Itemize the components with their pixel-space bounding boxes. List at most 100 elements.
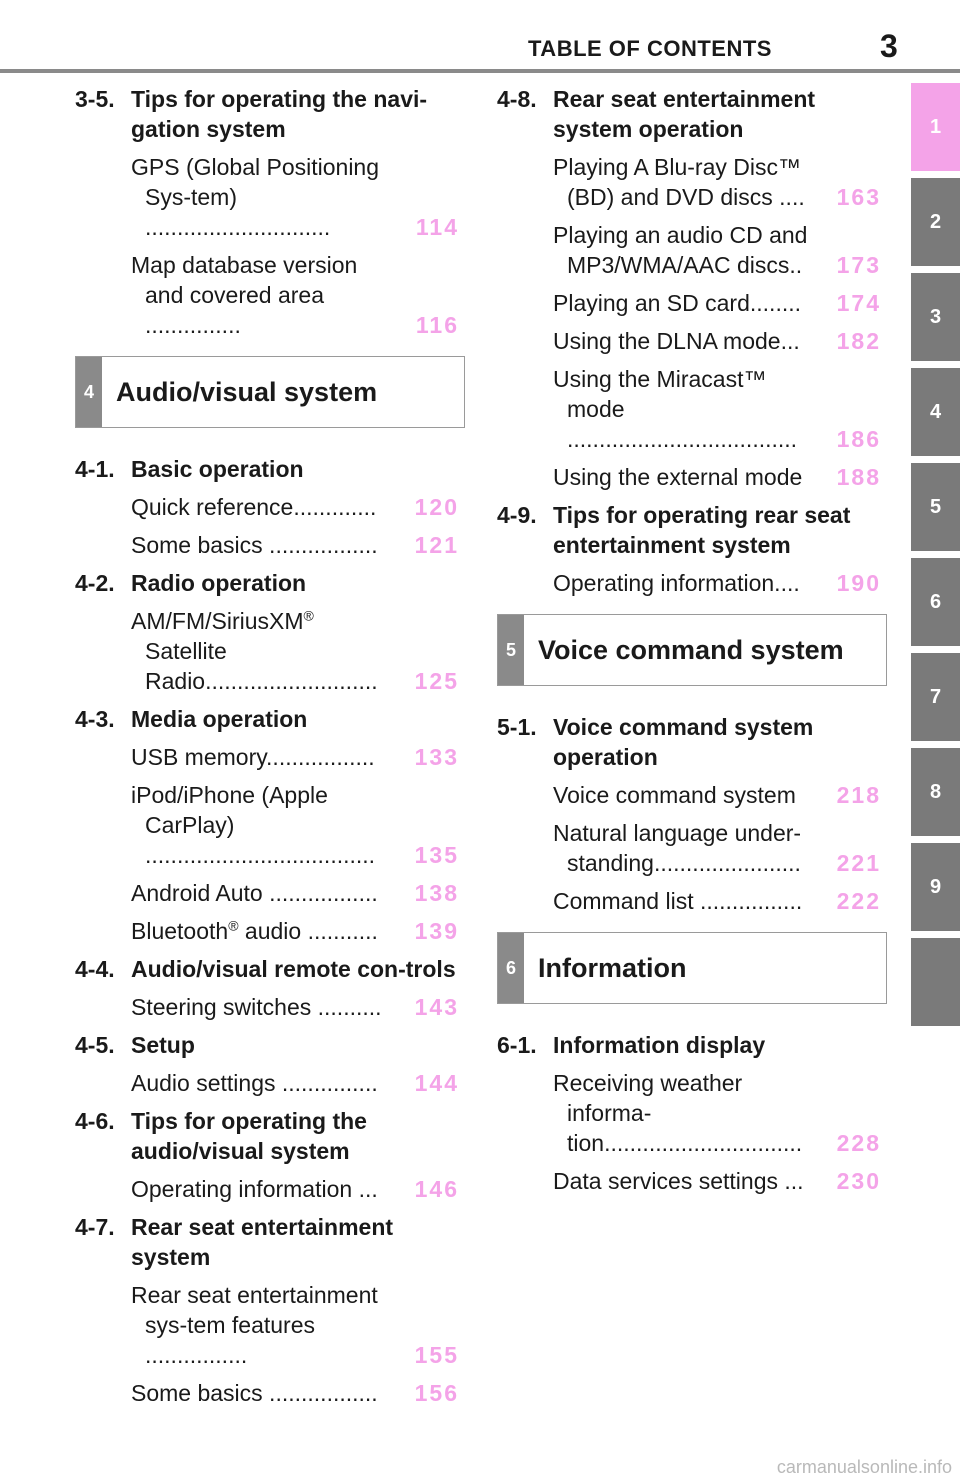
toc-entry[interactable]: Some basics ................. 156 xyxy=(131,1378,465,1408)
toc-entry-label: Operating information.... xyxy=(553,570,800,596)
toc-entry-label: AM/FM/SiriusXM xyxy=(131,608,304,634)
section-number: 5-1. xyxy=(497,714,537,740)
section-title: Radio operation xyxy=(131,570,307,596)
section-heading: 4-8. Rear seat entertainment system oper… xyxy=(497,84,887,144)
toc-entry-page[interactable]: 135 xyxy=(414,842,459,868)
section-heading: 5-1. Voice command system operation xyxy=(497,712,887,772)
toc-entry-page[interactable]: 133 xyxy=(414,744,459,770)
toc-entry-page[interactable]: 156 xyxy=(414,1380,459,1406)
section-heading: 4-4. Audio/visual remote con-trols xyxy=(75,954,465,984)
toc-entry-label: Map database version and covered area ..… xyxy=(131,252,358,338)
page-number: 3 xyxy=(880,28,898,64)
toc-entry[interactable]: Natural language under-standing.........… xyxy=(553,818,887,878)
toc-entry-label: Voice command system xyxy=(553,782,796,808)
toc-entry[interactable]: GPS (Global Positioning Sys-tem) .......… xyxy=(131,152,465,242)
toc-entry[interactable]: Some basics ................. 121 xyxy=(131,530,465,560)
toc-entry[interactable]: Using the external mode 188 xyxy=(553,462,887,492)
chapter-box[interactable]: 6 Information xyxy=(497,932,887,1004)
toc-entry-page[interactable]: 173 xyxy=(836,252,881,278)
toc-entry[interactable]: Quick reference............. 120 xyxy=(131,492,465,522)
chapter-number: 6 xyxy=(498,933,524,1003)
toc-entry-label: iPod/iPhone (Apple CarPlay) ............… xyxy=(131,782,376,868)
chapter-box[interactable]: 5 Voice command system xyxy=(497,614,887,686)
toc-entry-page[interactable]: 146 xyxy=(414,1176,459,1202)
section-number: 4-9. xyxy=(497,502,537,528)
toc-entry[interactable]: Using the DLNA mode... 182 xyxy=(553,326,887,356)
chapter-tab-index[interactable] xyxy=(911,938,960,1026)
chapter-tab-5[interactable]: 5 xyxy=(911,463,960,551)
toc-entry-page[interactable]: 188 xyxy=(836,464,881,490)
section-number: 3-5. xyxy=(75,86,115,112)
toc-entry-page[interactable]: 230 xyxy=(836,1168,881,1194)
toc-entry[interactable]: Operating information.... 190 xyxy=(553,568,887,598)
toc-entry-page[interactable]: 143 xyxy=(414,994,459,1020)
chapter-tab-3[interactable]: 3 xyxy=(911,273,960,361)
toc-entry[interactable]: Playing an SD card........ 174 xyxy=(553,288,887,318)
toc-entry[interactable]: iPod/iPhone (Apple CarPlay) ............… xyxy=(131,780,465,870)
section-title: Tips for operating rear seat entertainme… xyxy=(553,502,851,558)
toc-entry[interactable]: Data services settings ... 230 xyxy=(553,1166,887,1196)
toc-entry[interactable]: Operating information ... 146 xyxy=(131,1174,465,1204)
chapter-box[interactable]: 4 Audio/visual system xyxy=(75,356,465,428)
toc-entry-page[interactable]: 144 xyxy=(414,1070,459,1096)
toc-entry-page[interactable]: 138 xyxy=(414,880,459,906)
toc-entry-page[interactable]: 222 xyxy=(836,888,881,914)
chapter-tab-7[interactable]: 7 xyxy=(911,653,960,741)
toc-entry[interactable]: Receiving weather informa-tion..........… xyxy=(553,1068,887,1158)
section-number: 4-3. xyxy=(75,706,115,732)
toc-entry-page[interactable]: 139 xyxy=(414,918,459,944)
toc-entry[interactable]: Steering switches .......... 143 xyxy=(131,992,465,1022)
section-number: 4-4. xyxy=(75,956,115,982)
chapter-tab-6[interactable]: 6 xyxy=(911,558,960,646)
toc-entry-page[interactable]: 182 xyxy=(836,328,881,354)
toc-entry-page[interactable]: 228 xyxy=(836,1130,881,1156)
toc-entry-label: audio ........... xyxy=(238,918,378,944)
toc-entry[interactable]: Map database version and covered area ..… xyxy=(131,250,465,340)
section-title: Information display xyxy=(553,1032,766,1058)
section-title: Rear seat entertainment system xyxy=(131,1214,394,1270)
toc-entry-page[interactable]: 218 xyxy=(836,782,881,808)
toc-entry-label: Some basics ................. xyxy=(131,1380,378,1406)
chapter-tab-1[interactable]: 1 xyxy=(911,83,960,171)
toc-left-column: 3-5. Tips for operating the navi-gation … xyxy=(75,84,465,1416)
toc-entry-page[interactable]: 155 xyxy=(414,1342,459,1368)
toc-entry[interactable]: Command list ................ 222 xyxy=(553,886,887,916)
registered-mark: ® xyxy=(228,917,239,934)
chapter-tab-9[interactable]: 9 xyxy=(911,843,960,931)
toc-entry-page[interactable]: 174 xyxy=(836,290,881,316)
toc-entry[interactable]: USB memory................. 133 xyxy=(131,742,465,772)
section-number: 4-2. xyxy=(75,570,115,596)
toc-entry-page[interactable]: 125 xyxy=(414,668,459,694)
toc-entry-page[interactable]: 163 xyxy=(836,184,881,210)
chapter-tab-2[interactable]: 2 xyxy=(911,178,960,266)
toc-entry[interactable]: Audio settings ............... 144 xyxy=(131,1068,465,1098)
toc-entry-page[interactable]: 121 xyxy=(414,532,459,558)
toc-entry-label: Bluetooth xyxy=(131,918,229,944)
toc-entry-label: Playing an SD card........ xyxy=(553,290,802,316)
toc-entry-label: Quick reference............. xyxy=(131,494,377,520)
toc-entry-label: Playing A Blu-ray Disc™ (BD) and DVD dis… xyxy=(553,154,805,210)
toc-entry-page[interactable]: 120 xyxy=(414,494,459,520)
section-title: Media operation xyxy=(131,706,308,732)
toc-entry-label: Steering switches .......... xyxy=(131,994,382,1020)
chapter-tab-8[interactable]: 8 xyxy=(911,748,960,836)
toc-entry[interactable]: Playing an audio CD and MP3/WMA/AAC disc… xyxy=(553,220,887,280)
toc-entry[interactable]: Rear seat entertainment sys-tem features… xyxy=(131,1280,465,1370)
toc-entry[interactable]: Voice command system 218 xyxy=(553,780,887,810)
section-number: 4-5. xyxy=(75,1032,115,1058)
toc-entry[interactable]: Using the Miracast™ mode ...............… xyxy=(553,364,887,454)
toc-entry[interactable]: Playing A Blu-ray Disc™ (BD) and DVD dis… xyxy=(553,152,887,212)
toc-entry-page[interactable]: 114 xyxy=(415,214,459,240)
section-heading: 4-6. Tips for operating the audio/visual… xyxy=(75,1106,465,1166)
toc-entry[interactable]: Android Auto ................. 138 xyxy=(131,878,465,908)
toc-entry-page[interactable]: 186 xyxy=(836,426,881,452)
chapter-tab-4[interactable]: 4 xyxy=(911,368,960,456)
toc-entry-page[interactable]: 190 xyxy=(836,570,881,596)
header-divider xyxy=(0,69,960,73)
section-heading: 4-2. Radio operation xyxy=(75,568,465,598)
toc-entry[interactable]: AM/FM/SiriusXM® Satellite Radio.........… xyxy=(131,606,465,696)
toc-entry[interactable]: Bluetooth® audio ........... 139 xyxy=(131,916,465,946)
toc-entry-page[interactable]: 116 xyxy=(415,312,459,338)
section-heading: 3-5. Tips for operating the navi-gation … xyxy=(75,84,465,144)
toc-entry-page[interactable]: 221 xyxy=(836,850,881,876)
